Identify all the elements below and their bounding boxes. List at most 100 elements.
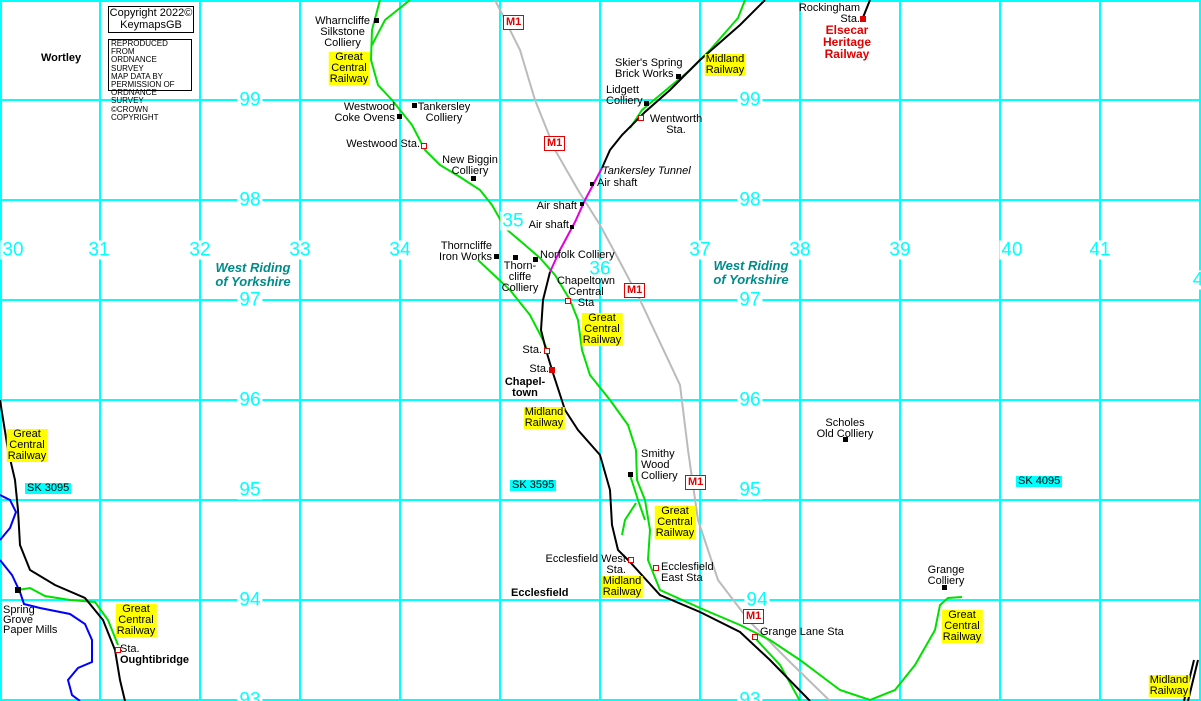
grid-col-label: 40 [999, 239, 1025, 261]
scholes-colliery-label: Scholes Old Colliery [816, 417, 874, 440]
midland-label: Midland Railway [601, 575, 643, 598]
copyright-box: Copyright 2022© KeymapsGB [108, 6, 194, 33]
station-marker [638, 115, 644, 121]
grid-row-label: 93 [737, 690, 763, 701]
grid-row-label: 99 [737, 89, 763, 111]
grange-lane-station-label: Grange Lane Sta [760, 626, 844, 638]
station-marker [549, 367, 555, 373]
air-shaft-marker [570, 225, 574, 229]
grid-ref-label: SK 3595 [510, 479, 557, 491]
gcr-label: Great Central Railway [6, 428, 48, 462]
copyright-text: Copyright 2022© [109, 7, 193, 19]
os-notice-line: ©CROWN COPYRIGHT [111, 104, 159, 122]
county-label: West Riding of Yorkshire [215, 260, 291, 289]
grid-col-label: 41 [1087, 239, 1113, 261]
station-label: Sta. [120, 643, 140, 655]
gcr-label: Great Central Railway [941, 609, 983, 643]
grid-row-label: 94 [744, 589, 770, 611]
air-shaft-marker [580, 202, 584, 206]
copyright-brand: KeymapsGB [120, 19, 182, 31]
station-marker [115, 647, 121, 653]
os-notice-line: ORDNANCE SURVEY [111, 88, 157, 106]
station-marker [544, 348, 550, 354]
wharncliffe-colliery-label: Wharncliffe Silkstone Colliery [315, 15, 370, 49]
grid-col-label: 39 [887, 239, 913, 261]
gcr-label: Great Central Railway [328, 51, 370, 85]
mill-marker [15, 587, 21, 593]
m1-road-shield: M1 [743, 609, 765, 624]
air-shaft-label: Air shaft [536, 200, 577, 212]
station-marker [653, 565, 659, 571]
colliery-marker [397, 114, 402, 119]
colliery-marker [644, 101, 649, 106]
os-notice-line: PERMISSION OF [111, 80, 175, 90]
grid-col-label: 35 [500, 210, 526, 232]
air-shaft-label: Air shaft [597, 177, 638, 189]
grid-col-label: 32 [187, 239, 213, 261]
town-chapeltown: Chapel- town [504, 376, 546, 399]
station-marker [565, 298, 571, 304]
wentworth-station-label: Wentworth Sta. [649, 113, 703, 136]
m1-road-shield: M1 [503, 15, 525, 30]
colliery-marker [533, 257, 538, 262]
ecclesfield-east-station-label: Ecclesfield East Sta [661, 561, 714, 584]
river [0, 494, 93, 701]
town-wortley: Wortley [41, 52, 82, 64]
midland-label: Midland Railway [1148, 674, 1190, 697]
air-shaft-label: Air shaft [528, 219, 569, 231]
grid-row-label: 96 [237, 389, 263, 411]
grid-col-label: 4 [1190, 270, 1201, 290]
lidgett-colliery-label: Lidgett Colliery [606, 84, 643, 107]
m1-road-shield: M1 [685, 475, 707, 490]
chapeltown-central-label: Chapeltown Central Sta [556, 275, 616, 309]
thorncliffe-colliery-label: Thorn- cliffe Colliery [501, 260, 539, 294]
grid-row-label: 95 [237, 479, 263, 501]
works-marker [494, 254, 499, 259]
ecclesfield-west-station-label: Ecclesfield West Sta. [545, 553, 627, 576]
gcr-label: Great Central Railway [581, 312, 623, 346]
colliery-marker [942, 585, 947, 590]
town-ecclesfield: Ecclesfield [511, 587, 569, 599]
tankersley-tunnel-label: Tankersley Tunnel [602, 165, 691, 177]
colliery-marker [843, 437, 848, 442]
norfolk-colliery-label: Norfolk Colliery [540, 249, 615, 261]
thorncliffe-iron-works-label: Thorncliffe Iron Works [439, 240, 492, 263]
station-marker [421, 143, 427, 149]
elsecar-heritage-railway-label: Elsecar Heritage Railway [822, 23, 872, 61]
colliery-marker [412, 103, 417, 108]
os-notice-line: MAP DATA BY [111, 71, 164, 81]
gcr-label: Great Central Railway [115, 603, 157, 637]
midland-label: Midland Railway [704, 53, 746, 76]
grid-row-label: 99 [237, 89, 263, 111]
grid-col-label: 31 [86, 239, 112, 261]
new-biggin-colliery-label: New Biggin Colliery [442, 154, 498, 177]
grid-row-label: 95 [737, 479, 763, 501]
station-marker [752, 634, 758, 640]
grid-col-label: 36 [587, 258, 613, 280]
westwood-station-label: Westwood Sta. [346, 138, 420, 150]
midland-label: Midland Railway [523, 406, 565, 429]
grid-ref-label: SK 3095 [25, 482, 72, 494]
os-notice-line: ORDNANCE SURVEY [111, 55, 157, 73]
m1-road-shield: M1 [544, 136, 566, 151]
works-marker [676, 74, 681, 79]
colliery-marker [471, 176, 476, 181]
colliery-marker [513, 255, 518, 260]
grange-colliery-label: Grange Colliery [927, 564, 965, 587]
station-marker [860, 16, 866, 22]
os-notice: REPRODUCED FROM ORDNANCE SURVEY MAP DATA… [108, 39, 192, 122]
spring-grove-paper-mills-label: Spring Grove Paper Mills [3, 604, 58, 636]
county-label: West Riding of Yorkshire [713, 258, 789, 287]
m1-road-shield: M1 [624, 283, 646, 298]
station-marker [628, 557, 634, 563]
station-label: Sta. [522, 344, 542, 356]
tankersley-colliery-label: Tankersley Colliery [417, 101, 471, 124]
grid-row-label: 98 [737, 189, 763, 211]
m1-motorway [494, 0, 831, 701]
westwood-coke-ovens-label: Westwood Coke Ovens [334, 101, 395, 124]
skiers-spring-label: Skier's Spring Brick Works [615, 57, 683, 80]
rockingham-station-label: Rockingham Sta. [798, 2, 860, 25]
